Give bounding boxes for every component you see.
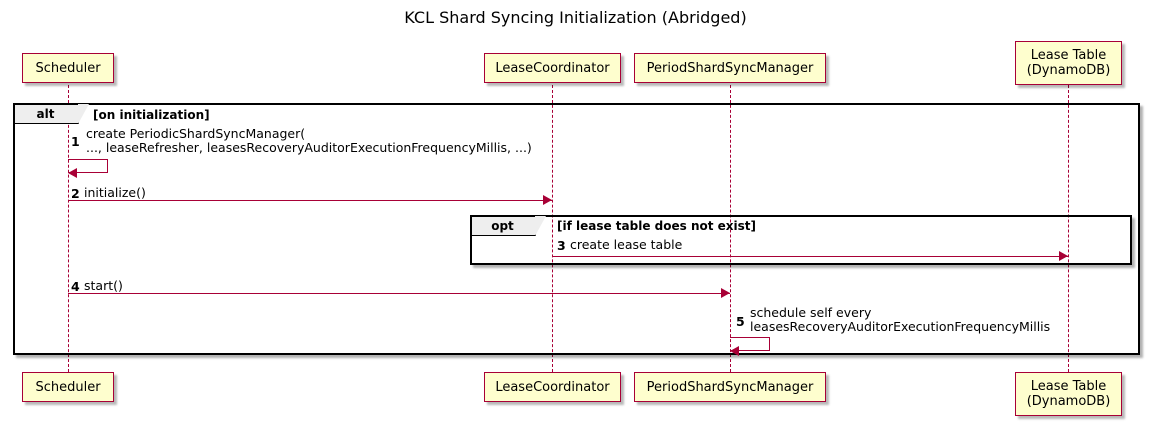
fragment-opt: opt <box>470 215 1132 265</box>
fragment-alt-corner-icon <box>79 105 91 125</box>
lifeline-scheduler <box>68 85 69 372</box>
message-4-label: start() <box>84 278 123 293</box>
fragment-alt: alt <box>13 103 1140 355</box>
message-4-arrowhead <box>721 288 730 298</box>
message-3-sequence-number: 3 <box>557 238 566 253</box>
fragment-opt-guard: [if lease table does not exist] <box>557 219 757 233</box>
message-4-sequence-number: 4 <box>71 279 80 294</box>
participant-lease-table-top[interactable]: Lease Table (DynamoDB) <box>1015 41 1122 85</box>
participant-period-shard-sync-manager-bottom[interactable]: PeriodShardSyncManager <box>634 372 826 402</box>
participant-scheduler-bottom[interactable]: Scheduler <box>22 372 114 402</box>
participant-lease-table-bottom[interactable]: Lease Table (DynamoDB) <box>1015 372 1122 416</box>
fragment-alt-guard: [on initialization] <box>93 108 210 122</box>
page-title: KCL Shard Syncing Initialization (Abridg… <box>404 8 747 27</box>
message-1-sequence-number: 1 <box>71 134 80 149</box>
message-3-line <box>552 256 1068 257</box>
message-2-line <box>68 200 552 201</box>
participant-scheduler-top[interactable]: Scheduler <box>22 53 114 83</box>
lifeline-period-shard-sync-manager <box>730 85 731 372</box>
message-1-arrowhead <box>68 168 77 178</box>
message-1-label: create PeriodicShardSyncManager( ..., le… <box>86 126 532 155</box>
message-2-sequence-number: 2 <box>71 186 80 201</box>
message-5-arrowhead <box>730 346 739 356</box>
lifeline-lease-coordinator <box>552 85 553 372</box>
message-1-self-loop <box>68 159 108 173</box>
message-5-self-loop <box>730 337 770 351</box>
participant-period-shard-sync-manager-top[interactable]: PeriodShardSyncManager <box>634 53 826 83</box>
fragment-alt-operator: alt <box>15 104 89 124</box>
message-2-label: initialize() <box>84 185 146 200</box>
message-5-label: schedule self every leasesRecoveryAudito… <box>750 305 1051 334</box>
message-5-sequence-number: 5 <box>736 314 745 329</box>
fragment-opt-operator: opt <box>472 216 546 236</box>
message-3-arrowhead <box>1059 251 1068 261</box>
fragment-opt-corner-icon <box>536 217 548 237</box>
participant-lease-coordinator-bottom[interactable]: LeaseCoordinator <box>484 372 621 402</box>
message-3-label: create lease table <box>570 237 683 252</box>
lifeline-lease-table <box>1068 85 1069 372</box>
message-4-line <box>68 293 730 294</box>
participant-lease-coordinator-top[interactable]: LeaseCoordinator <box>484 53 621 83</box>
message-2-arrowhead <box>543 195 552 205</box>
